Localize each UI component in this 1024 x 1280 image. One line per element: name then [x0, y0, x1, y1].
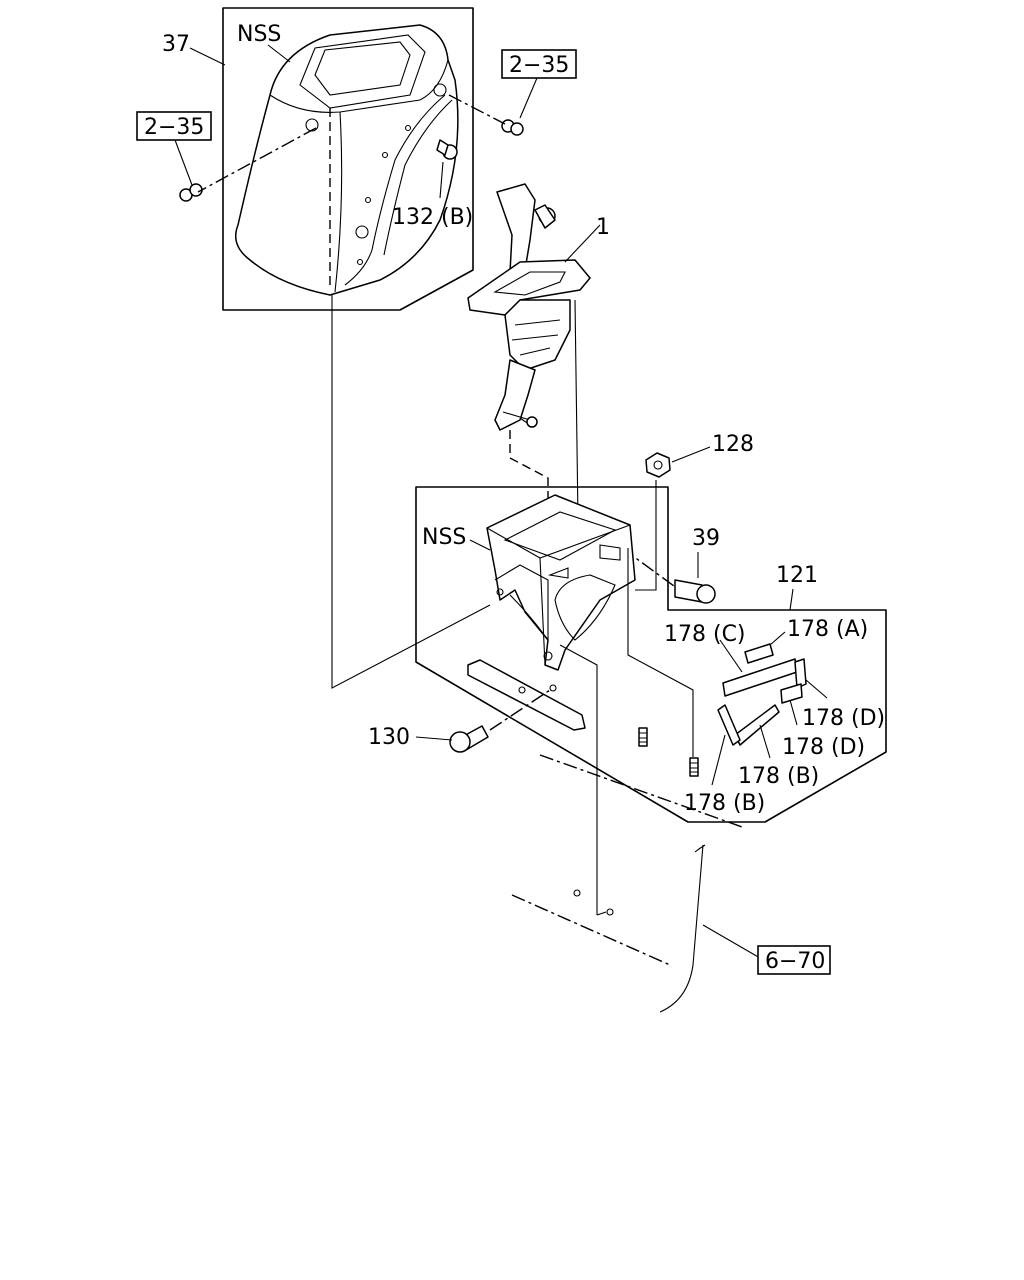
- leader-178d-1: [805, 679, 828, 699]
- clip-fastener-left: [179, 183, 203, 202]
- label-178a: 178 (A): [787, 617, 868, 642]
- label-nss-top: NSS: [237, 22, 281, 47]
- label-2-35-left: 2−35: [144, 115, 204, 140]
- connector-floor: [559, 644, 598, 915]
- connector-lever-vertical: [574, 299, 579, 521]
- label-178b-1: 178 (B): [738, 764, 819, 789]
- label-121: 121: [776, 563, 818, 588]
- leader-6-70: [702, 924, 761, 959]
- nut-128: [645, 452, 671, 478]
- leader-nss-top: [267, 44, 291, 63]
- label-178c: 178 (C): [664, 622, 746, 647]
- label-178d-2: 178 (D): [782, 735, 865, 760]
- leader-128: [671, 446, 711, 463]
- label-178d-1: 178 (D): [802, 706, 885, 731]
- label-nss-mid: NSS: [422, 525, 466, 550]
- leader-2-35-right: [519, 77, 538, 119]
- label-2-35-right: 2−35: [509, 53, 569, 78]
- leader-nss-mid: [469, 539, 491, 551]
- connector-cover-left: [197, 127, 317, 193]
- connector-cover-right: [448, 94, 506, 125]
- bolt-39: [674, 579, 716, 604]
- leader-130: [415, 736, 453, 741]
- group-outline-121: [415, 486, 887, 823]
- console-cover: [235, 24, 459, 296]
- leader-178a: [769, 631, 786, 646]
- label-1: 1: [596, 215, 610, 240]
- connector-cover-bracket: [331, 295, 491, 689]
- label-130: 130: [368, 725, 410, 750]
- screw-132b: [436, 139, 458, 160]
- floor-panel: [511, 754, 746, 1013]
- leader-2-35-left: [174, 139, 193, 186]
- stud-left: [638, 727, 648, 747]
- connector-130: [489, 689, 551, 731]
- leader-178b-1: [759, 724, 771, 759]
- bolt-130: [449, 725, 489, 753]
- shift-lever-assembly: [467, 183, 591, 431]
- ref-box-2-35-left: [136, 111, 212, 141]
- leader-178c: [719, 639, 743, 673]
- label-128: 128: [712, 432, 754, 457]
- leader-1: [564, 224, 601, 263]
- label-178b-part-2: [717, 704, 741, 746]
- ref-box-2-35-right: [501, 49, 577, 79]
- label-132b: 132 (B): [392, 205, 473, 230]
- ref-box-6-70: [757, 945, 831, 975]
- label-178d-part-2: [780, 683, 803, 704]
- clip-fastener-right: [501, 119, 524, 136]
- label-178b-part-1: [734, 704, 780, 746]
- leader-132b: [439, 161, 444, 199]
- label-37: 37: [162, 32, 190, 57]
- label-178d-part-1: [794, 658, 807, 689]
- leader-178d-2: [789, 699, 798, 726]
- bracket-bottom-bar: [467, 659, 586, 731]
- label-178b-2: 178 (B): [684, 791, 765, 816]
- leader-121: [789, 588, 794, 611]
- label-39: 39: [692, 526, 720, 551]
- label-178a-part: [744, 643, 774, 664]
- connector-stud: [627, 548, 694, 757]
- shift-bracket: [486, 494, 636, 671]
- group-outline-37: [222, 7, 474, 311]
- stud-right: [689, 757, 699, 777]
- leader-37: [189, 47, 226, 66]
- label-6-70: 6−70: [765, 949, 825, 974]
- connector-nut: [635, 480, 657, 591]
- leader-178b-2: [711, 734, 726, 786]
